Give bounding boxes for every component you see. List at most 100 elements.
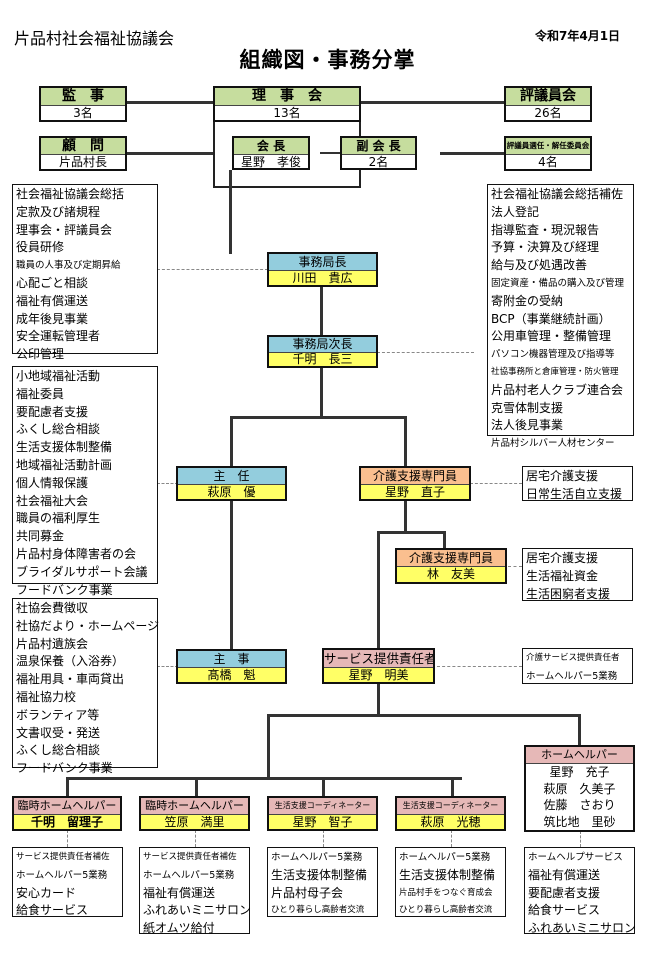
connector-line (126, 152, 214, 155)
connector-line (377, 682, 380, 716)
service-lead-name: 星野 明美 (324, 668, 433, 682)
duty-item: 福祉有償運送 (528, 867, 601, 882)
duty-item: ホームヘルパー5業務 (271, 852, 363, 863)
connector-line (267, 714, 270, 778)
duty-item: 文書収受・発送 (16, 725, 101, 740)
dotted-connector (437, 666, 522, 667)
service-lead-title: サービス提供責任者 (324, 650, 433, 668)
selection-committee-box: 評議員選任・解任委員会 4名 (504, 136, 592, 171)
duty-item: サービス提供責任者補佐 (143, 852, 237, 862)
duty-item: 役員研修 (16, 240, 65, 255)
care-manager1-box: 介護支援専門員 星野 直子 (359, 466, 471, 501)
duty-item: 克雪体制支援 (491, 400, 564, 415)
duty-item: パソコン機器管理及び指導等 (491, 349, 615, 361)
duty-item: 指導監査・現況報告 (491, 222, 600, 237)
duty-item: 個人情報保護 (16, 475, 89, 490)
duty-item: 片品村シルバー人材センター (491, 438, 615, 450)
auditor-title: 監 事 (41, 88, 125, 106)
duty-item: 片品村老人クラブ連合会 (491, 382, 624, 397)
duty-item: 片品村母子会 (271, 885, 344, 900)
duty-item: 日常生活自立支援 (526, 486, 623, 501)
duty-item: 福祉有償運送 (143, 885, 216, 900)
dotted-connector (157, 483, 178, 484)
duty-item: 社会福祉協議会総括 (16, 187, 125, 201)
dotted-connector (157, 666, 178, 667)
connector-line (229, 170, 232, 254)
duty-item: 公用車管理・整備管理 (491, 329, 612, 344)
temp-helper2-box: 臨時ホームヘルパー 笠原 満里 (139, 796, 250, 831)
duty-item: 社会福祉協議会総括補佐 (491, 187, 624, 201)
connector-line (230, 416, 406, 419)
duty-item: ホームヘルパー5業務 (526, 670, 618, 682)
duty-item: 福祉用具・車両貸出 (16, 672, 125, 687)
service-lead-box: サービス提供責任者 星野 明美 (322, 648, 435, 684)
duty-item: 職員の福利厚生 (16, 511, 101, 526)
duty-item: 寄附金の受納 (491, 293, 564, 308)
chairman-name: 星野 孝俊 (240, 155, 301, 169)
duty-item: ふくし総合相談 (16, 422, 101, 437)
duty-item: 成年後見事業 (16, 311, 89, 326)
deputy-title: 事務局次長 (269, 337, 376, 353)
coordinator2-title: 生活支援コーディネーター (397, 798, 504, 815)
connector-line (360, 101, 505, 104)
connector-line (404, 416, 407, 466)
temp-helper2-title: 臨時ホームヘルパー (141, 798, 248, 815)
duty-item: 生活支援体制整備 (16, 440, 113, 455)
duty-item: 法人後見事業 (491, 418, 564, 433)
duty-item: 居宅介護支援 (526, 469, 599, 483)
temp-helper1-name: 千明 留理子 (14, 815, 120, 829)
duty-item: ホームヘルパー5業務 (143, 869, 235, 881)
advisor-title: 顧 問 (41, 138, 125, 155)
deputy-duties: 社会福祉協議会総括補佐 法人登記 指導監査・現況報告 予算・決算及び経理 給与及… (487, 184, 634, 449)
coordinator1-box: 生活支援コーディネーター 星野 智子 (267, 796, 378, 831)
chief-title: 主 任 (178, 468, 285, 485)
duty-item: 生活支援体制整備 (399, 867, 496, 882)
duty-item: 片品村身体障害者の会 (16, 546, 137, 561)
councilors-title: 評議員会 (506, 88, 590, 106)
connector-line (451, 777, 454, 797)
advisor-value: 片品村長 (58, 155, 107, 169)
care-manager2-box: 介護支援専門員 林 友美 (395, 548, 507, 584)
director-title: 事務局長 (269, 254, 376, 271)
clerk-name: 髙橋 魁 (178, 668, 285, 682)
duty-item: 福祉委員 (16, 386, 65, 401)
director-duties: 社会福祉協議会総括 定款及び諸規程 理事会・評議員会 役員研修 職員の人事及び定… (12, 184, 158, 361)
coordinator1-duties: ホームヘルパー5業務 生活支援体制整備 片品村母子会 ひとり暮らし高齢者交流 (267, 847, 378, 917)
duty-item: 社協事務所と倉庫管理・防火管理 (491, 366, 619, 377)
vice-chairman-count: 2名 (368, 155, 389, 169)
home-helper-name: 筑比地 里砂 (543, 814, 616, 829)
connector-line (377, 531, 380, 649)
care-manager2-duties: 居宅介護支援 生活福祉資金 生活困窮者支援 (522, 548, 633, 601)
care-manager2-title: 介護支援専門員 (397, 550, 505, 567)
care-manager1-duties: 居宅介護支援 日常生活自立支援 (522, 466, 633, 501)
connector-line (230, 416, 233, 466)
dotted-connector (470, 483, 522, 484)
duty-item: 要配慮者支援 (528, 885, 601, 900)
director-name: 川田 貴広 (269, 271, 376, 285)
connector-line (443, 531, 446, 549)
duty-item: 安全運転管理者 (16, 329, 101, 344)
duty-item: ふくし総合相談 (16, 743, 101, 758)
coordinator1-name: 星野 智子 (269, 815, 376, 829)
temp-helper1-duties: サービス提供責任者補佐 ホームヘルパー5業務 安心カード 給食サービス (12, 847, 123, 917)
duty-item: 福祉有償運送 (16, 293, 89, 308)
duty-item: 給与及び処遇改善 (491, 258, 588, 273)
duty-item: ひとり暮らし高齢者交流 (271, 905, 365, 916)
duty-item: 生活困窮者支援 (526, 586, 611, 601)
duty-item: 片品村遺族会 (16, 636, 89, 651)
care-manager1-title: 介護支援専門員 (361, 468, 469, 485)
home-helper-name: 佐藤 さおり (543, 798, 616, 812)
duty-item: 居宅介護支援 (526, 551, 599, 565)
councilors-count: 26名 (534, 106, 562, 120)
duty-item: サービス提供責任者補佐 (16, 852, 110, 862)
chief-duties: 小地域福祉活動 福祉委員 要配慮者支援 ふくし総合相談 生活支援体制整備 地域福… (12, 366, 158, 597)
deputy-box: 事務局次長 千明 長三 (267, 335, 378, 368)
deputy-name: 千明 長三 (269, 353, 376, 366)
home-helpers-duties: ホームヘルプサービス 福祉有償運送 要配慮者支援 給食サービス ふれあいミニサロ… (524, 847, 636, 935)
dotted-connector (451, 830, 452, 847)
duty-item: 心配ごと相談 (16, 275, 89, 290)
chairman-box: 会 長 星野 孝俊 (232, 136, 310, 170)
board-count: 13名 (273, 106, 301, 120)
dotted-connector (157, 269, 268, 270)
dotted-connector (508, 566, 522, 567)
